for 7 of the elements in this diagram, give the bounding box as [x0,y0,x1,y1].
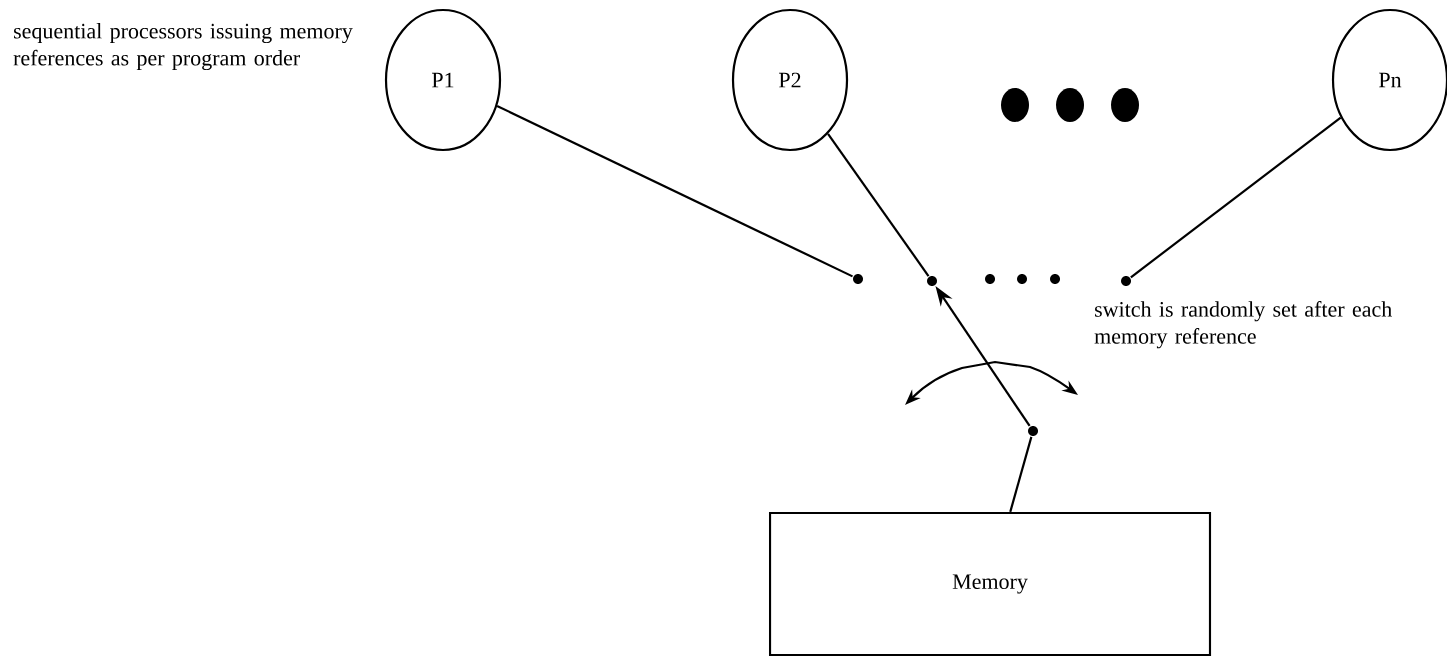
annotation-text: sequential processors issuing memory references as per program order [13,23,353,71]
connector-line [496,104,853,278]
connector-line [827,133,930,277]
connector-line [1130,116,1342,279]
memory-box: Memory [768,511,1212,656]
connector-line [1009,436,1033,513]
annotation-text: switch is randomly set after each memory reference [1094,301,1392,349]
